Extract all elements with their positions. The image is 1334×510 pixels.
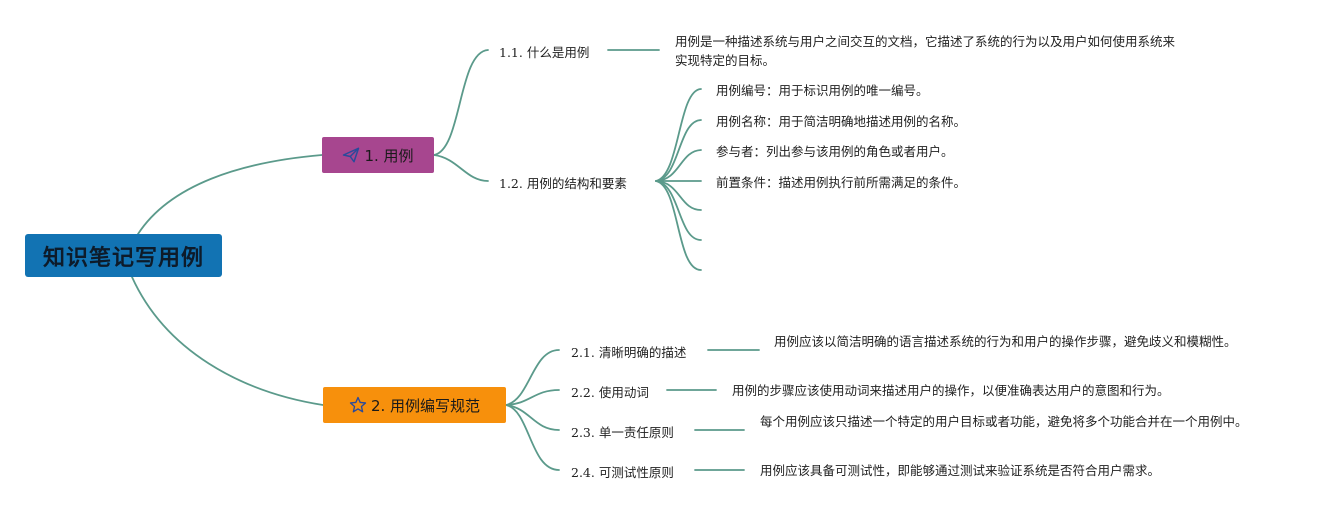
connector-topic2-details-7 <box>655 180 702 271</box>
root-topic[interactable]: 知识笔记写用例 <box>25 234 222 277</box>
detail-testability: 用例应该具备可测试性，即能够通过测试来验证系统是否符合用户需求。 <box>760 463 1161 478</box>
topic-clear-description[interactable]: 2.1. 清晰明确的描述 <box>571 345 687 360</box>
connector-root-branch1 <box>137 154 323 235</box>
detail-use-case-name: 用例名称：用于简洁明确地描述用例的名称。 <box>716 114 967 129</box>
connector-branch1-topic2 <box>433 154 489 182</box>
detail-what-is-use-case: 用例是一种描述系统与用户之间交互的文档，它描述了系统的行为以及用户如何使用系统来… <box>675 34 1176 68</box>
detail-preconditions: 前置条件：描述用例执行前所需满足的条件。 <box>716 175 967 190</box>
connector-topic2-details-5 <box>655 180 702 211</box>
branch-writing-rules[interactable]: 2. 用例编写规范 <box>323 387 506 423</box>
connector-branch2-topic3 <box>505 404 560 431</box>
branch-writing-rules-label: 2. 用例编写规范 <box>370 396 481 415</box>
connector-branch2-topic4 <box>505 404 560 471</box>
detail-use-verbs: 用例的步骤应该使用动词来描述用户的操作，以便准确表达用户的意图和行为。 <box>732 383 1170 398</box>
branch-use-case-label: 1. 用例 <box>364 146 414 165</box>
connector-topic2-details-2 <box>655 119 702 182</box>
detail-single-responsibility: 每个用例应该只描述一个特定的用户目标或者功能，避免将多个功能合并在一个用例中。 <box>760 414 1248 429</box>
root-topic-label: 知识笔记写用例 <box>42 245 204 271</box>
connector-root-branch2 <box>131 276 324 406</box>
detail-participants: 参与者：列出参与该用例的角色或者用户。 <box>716 144 954 159</box>
topic-testability[interactable]: 2.4. 可测试性原则 <box>571 465 674 480</box>
branch-use-case[interactable]: 1. 用例 <box>322 137 434 173</box>
connector-topic2-details-6 <box>655 180 702 241</box>
topic-what-is-use-case[interactable]: 1.1. 什么是用例 <box>499 45 590 60</box>
connector-branch1-topic1 <box>433 49 489 156</box>
paper-plane-icon <box>342 146 360 164</box>
connector-branch2-topic2 <box>505 389 560 406</box>
detail-clear-description: 用例应该以简洁明确的语言描述系统的行为和用户的操作步骤，避免歧义和模糊性。 <box>774 334 1237 349</box>
connector-topic2-details-3 <box>655 149 702 182</box>
connector-branch2-topic1 <box>505 349 560 406</box>
detail-use-case-id: 用例编号：用于标识用例的唯一编号。 <box>716 83 929 98</box>
connector-topic2-details-1 <box>655 88 702 182</box>
topic-use-verbs[interactable]: 2.2. 使用动词 <box>571 385 649 400</box>
topic-single-responsibility[interactable]: 2.3. 单一责任原则 <box>571 425 674 440</box>
topic-use-case-structure[interactable]: 1.2. 用例的结构和要素 <box>499 176 627 191</box>
star-icon <box>349 396 367 414</box>
